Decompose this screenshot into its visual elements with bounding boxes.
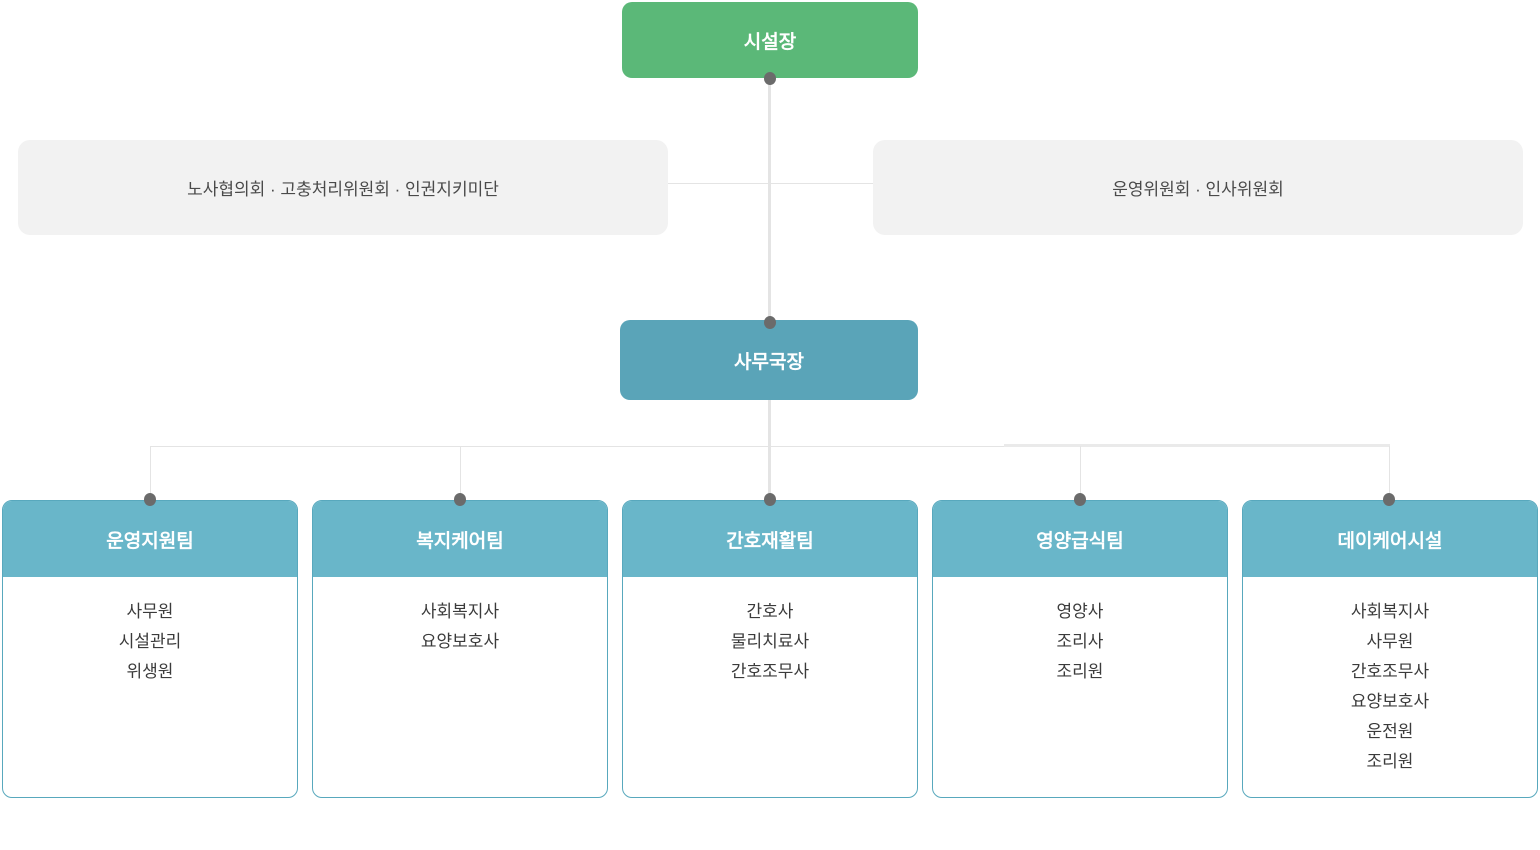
connector-manager-to-teams [768, 400, 771, 500]
team-member: 사무원 [1366, 632, 1414, 651]
connector-teams-horizontal [150, 446, 1006, 447]
team-member-list: 간호사 물리치료사 간호조무사 [623, 577, 917, 687]
connector-dot [764, 72, 776, 85]
team-member: 물리치료사 [730, 632, 810, 651]
team-member-list: 사회복지사 사무원 간호조무사 요양보호사 운전원 조리원 [1243, 577, 1537, 777]
team-member-list: 사회복지사 요양보호사 [313, 577, 607, 657]
team-member: 조리사 [1056, 632, 1104, 651]
connector-drop-team-5 [1389, 446, 1390, 500]
team-card-welfare-care: 복지케어팀 사회복지사 요양보호사 [312, 500, 608, 798]
connector-dot [1383, 493, 1395, 506]
node-office-manager-label: 사무국장 [734, 351, 804, 373]
connector-dot [1074, 493, 1086, 506]
team-member: 시설관리 [118, 632, 182, 651]
team-member: 영양사 [1056, 602, 1104, 621]
team-member: 요양보호사 [1350, 692, 1430, 711]
team-header: 영양급식팀 [933, 501, 1227, 577]
team-member: 운전원 [1366, 722, 1414, 741]
team-header: 간호재활팀 [623, 501, 917, 577]
team-header: 운영지원팀 [3, 501, 297, 577]
team-member: 사회복지사 [420, 602, 500, 621]
team-member: 간호사 [746, 602, 794, 621]
team-header: 복지케어팀 [313, 501, 607, 577]
team-member: 간호조무사 [730, 662, 810, 681]
team-name: 운영지원팀 [106, 530, 194, 552]
node-facility-director-label: 시설장 [743, 31, 797, 53]
team-card-daycare-facility: 데이케어시설 사회복지사 사무원 간호조무사 요양보호사 운전원 조리원 [1242, 500, 1538, 798]
connector-drop-team-1 [150, 446, 151, 500]
team-name: 복지케어팀 [416, 530, 504, 552]
team-card-nursing-rehab: 간호재활팀 간호사 물리치료사 간호조무사 [622, 500, 918, 798]
team-member-list: 영양사 조리사 조리원 [933, 577, 1227, 687]
team-name: 간호재활팀 [726, 530, 814, 552]
connector-drop-team-2 [460, 446, 461, 500]
team-member: 위생원 [126, 662, 174, 681]
committee-right-label: 운영위원회 · 인사위원회 [1112, 180, 1284, 199]
team-member-list: 사무원 시설관리 위생원 [3, 577, 297, 687]
node-facility-director: 시설장 [622, 2, 918, 78]
connector-teams-horizontal-right [1004, 444, 1390, 447]
committee-left-label: 노사협의회 · 고충처리위원회 · 인권지키미단 [187, 180, 499, 199]
team-member: 사회복지사 [1350, 602, 1430, 621]
node-office-manager: 사무국장 [620, 320, 918, 400]
connector-dot [764, 316, 776, 329]
team-card-operations-support: 운영지원팀 사무원 시설관리 위생원 [2, 500, 298, 798]
connector-root-to-manager [768, 78, 771, 320]
team-header: 데이케어시설 [1243, 501, 1537, 577]
team-member: 요양보호사 [420, 632, 500, 651]
committee-box-left: 노사협의회 · 고충처리위원회 · 인권지키미단 [18, 140, 668, 235]
team-member: 사무원 [126, 602, 174, 621]
connector-dot [764, 493, 776, 506]
team-name: 데이케어시설 [1337, 530, 1443, 552]
connector-committees [668, 183, 873, 184]
team-member: 간호조무사 [1350, 662, 1430, 681]
committee-box-right: 운영위원회 · 인사위원회 [873, 140, 1523, 235]
team-member: 조리원 [1056, 662, 1104, 681]
team-member: 조리원 [1366, 752, 1414, 771]
connector-dot [144, 493, 156, 506]
connector-dot [454, 493, 466, 506]
team-name: 영양급식팀 [1036, 530, 1124, 552]
connector-drop-team-4 [1080, 446, 1081, 500]
team-card-nutrition-meal: 영양급식팀 영양사 조리사 조리원 [932, 500, 1228, 798]
